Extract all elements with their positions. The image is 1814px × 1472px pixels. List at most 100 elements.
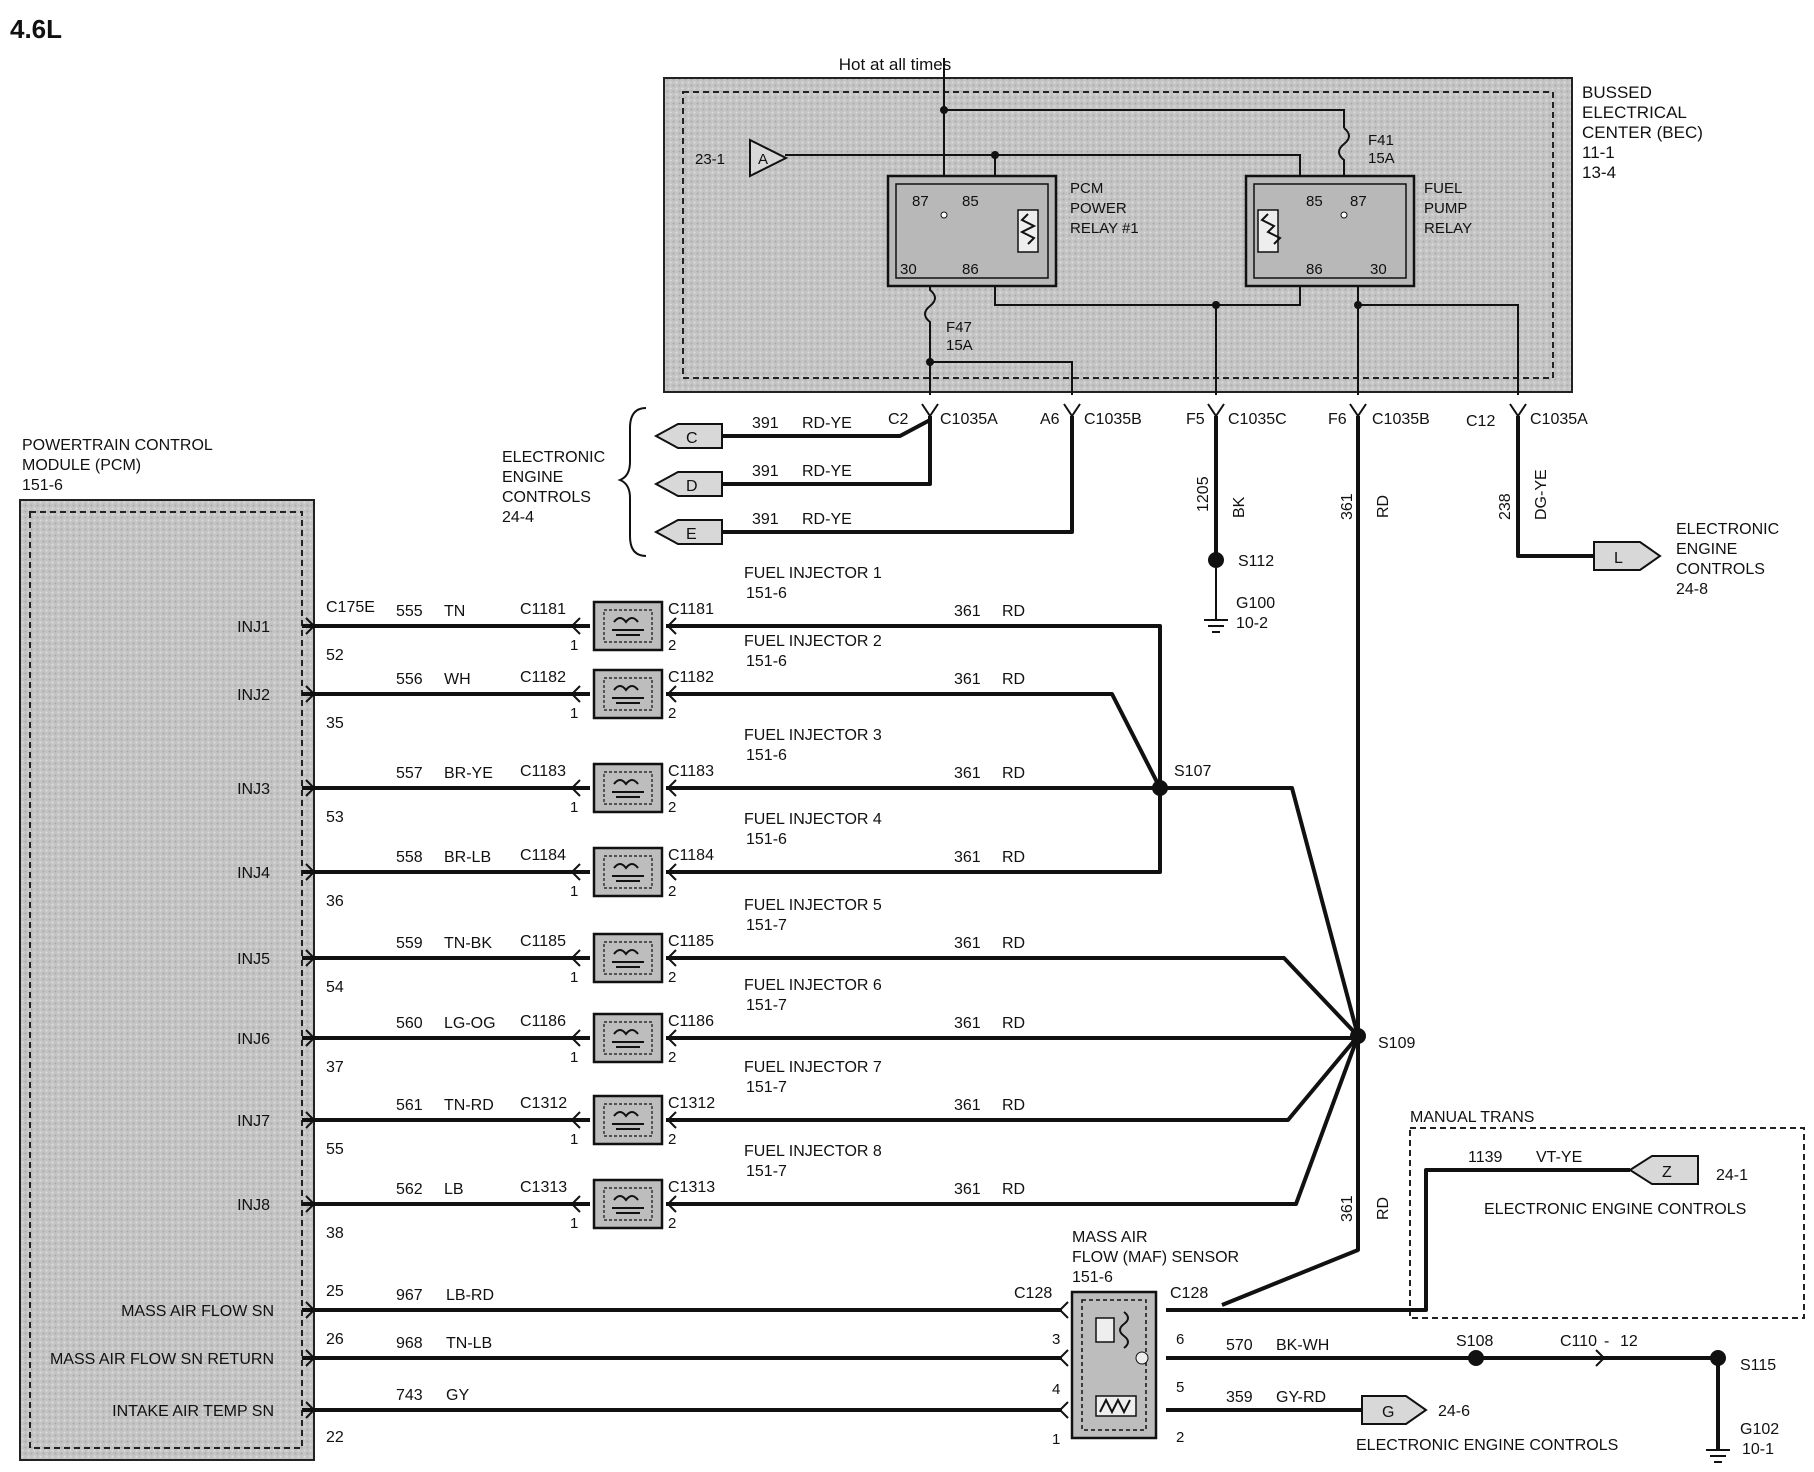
inj-conn-left-7: C1312 xyxy=(520,1095,567,1112)
fuel-injector-3 xyxy=(592,762,664,814)
pcm-pin-num-2: 35 xyxy=(326,715,344,732)
inj-conn-left-3: C1183 xyxy=(520,763,566,780)
eec-left-line3: CONTROLS xyxy=(502,489,591,506)
inj-pin1-6: 1 xyxy=(570,1049,578,1066)
inj-pin1-4: 1 xyxy=(570,883,578,900)
inj-ref-4: 151-6 xyxy=(746,831,787,848)
fuse-f41-name: F41 xyxy=(1368,132,1394,149)
fuel-injector-6 xyxy=(592,1012,664,1064)
bec-conn-f6-name: C1035B xyxy=(1372,411,1430,428)
inj-conn-left-5: C1185 xyxy=(520,933,566,950)
wire-238 xyxy=(1516,416,1594,558)
splice-s107-label: S107 xyxy=(1174,763,1211,780)
inj-signal-color-6: LG-OG xyxy=(444,1015,496,1032)
manual-trans-box xyxy=(1409,1127,1805,1319)
pcm-pin-num-8: 38 xyxy=(326,1225,344,1242)
inj-feed-color-2: RD xyxy=(1002,671,1025,688)
inj-conn-left-8: C1313 xyxy=(520,1179,567,1196)
wire-1139-circuit: 1139 xyxy=(1468,1149,1503,1166)
inj-feed-color-1: RD xyxy=(1002,603,1025,620)
connector-c110: C110 xyxy=(1560,1333,1597,1350)
fuel-pump-relay xyxy=(1244,174,1416,288)
inj-feed-circuit-1: 361 xyxy=(954,603,981,620)
inj-pin1-8: 1 xyxy=(570,1215,578,1232)
ground-wire-circuit: 1205 xyxy=(1195,476,1212,512)
bec-conn-c2-pin: C2 xyxy=(888,411,909,428)
maf-pin-left-3: 1 xyxy=(1052,1431,1060,1448)
fuel-injector-5 xyxy=(592,932,664,984)
bec-flag-a: A xyxy=(749,138,789,178)
inj-pin1-1: 1 xyxy=(570,637,578,654)
wire-359-circuit: 359 xyxy=(1226,1389,1253,1406)
bec-conn-f5-name: C1035C xyxy=(1228,411,1287,428)
bec-label-line2: ELECTRICAL xyxy=(1582,103,1687,122)
inj-pin1-5: 1 xyxy=(570,969,578,986)
ground-g100-ref: 10-2 xyxy=(1236,615,1268,632)
pcm-pin-inj2: INJ2 xyxy=(237,687,270,704)
pcm-relay-pin-30: 30 xyxy=(900,261,917,278)
bec-label-line4: 11-1 xyxy=(1582,143,1615,162)
inj-name-2: FUEL INJECTOR 2 xyxy=(744,633,882,650)
eec-d-color: RD-YE xyxy=(802,463,852,480)
svg-text:L: L xyxy=(1614,550,1623,567)
pcm-relay-label-2: POWER xyxy=(1070,200,1127,217)
svg-text:D: D xyxy=(686,478,698,495)
pcm-pin-num-7: 55 xyxy=(326,1141,344,1158)
pcm-pin-num-maf-3: 22 xyxy=(326,1429,344,1446)
bec-conn-f5-pin: F5 xyxy=(1186,411,1205,428)
eec-right-line4: 24-8 xyxy=(1676,581,1708,598)
eec-flag-c: C xyxy=(653,423,723,449)
bec-connector-pins xyxy=(921,403,1527,418)
inj-signal-circuit-6: 560 xyxy=(396,1015,423,1032)
inj-signal-circuit-1: 555 xyxy=(396,603,423,620)
inj-ref-7: 151-7 xyxy=(746,1079,787,1096)
inj-conn-right-3: C1183 xyxy=(668,763,714,780)
inj-signal-color-3: BR-YE xyxy=(444,765,493,782)
pcm-pin-maf-2: MASS AIR FLOW SN RETURN xyxy=(50,1351,274,1368)
maf-pin-left-1: 3 xyxy=(1052,1331,1060,1348)
inj-signal-color-7: TN-RD xyxy=(444,1097,494,1114)
inj-ref-2: 151-6 xyxy=(746,653,787,670)
inj-feed-color-5: RD xyxy=(1002,935,1025,952)
wire-1139 xyxy=(1166,1168,1630,1312)
inj-name-7: FUEL INJECTOR 7 xyxy=(744,1059,882,1076)
eec-e-color: RD-YE xyxy=(802,511,852,528)
inj-pin2-5: 2 xyxy=(668,969,676,986)
fuel-relay-pin-85: 85 xyxy=(1306,193,1323,210)
bec-conn-c12-name: C1035A xyxy=(1530,411,1588,428)
inj-signal-color-5: TN-BK xyxy=(444,935,492,952)
maf-label-line2: FLOW (MAF) SENSOR xyxy=(1072,1249,1239,1266)
fuel-relay-pin-30: 30 xyxy=(1370,261,1387,278)
inj-feed-circuit-6: 361 xyxy=(954,1015,981,1032)
maf-circuit-2: 968 xyxy=(396,1335,423,1352)
inj-name-3: FUEL INJECTOR 3 xyxy=(744,727,882,744)
inj-pin2-2: 2 xyxy=(668,705,676,722)
fuel-injector-8 xyxy=(592,1178,664,1230)
inj-signal-circuit-4: 558 xyxy=(396,849,423,866)
pcm-pin-num-3: 53 xyxy=(326,809,344,826)
eec-right-line2: ENGINE xyxy=(1676,541,1737,558)
inj-name-8: FUEL INJECTOR 8 xyxy=(744,1143,882,1160)
eec-right-line1: ELECTRONIC xyxy=(1676,521,1779,538)
eec-left-line1: ELECTRONIC xyxy=(502,449,605,466)
ground-g102-icon xyxy=(1706,1449,1730,1463)
inj-name-6: FUEL INJECTOR 6 xyxy=(744,977,882,994)
pcm-pin-num-5: 54 xyxy=(326,979,344,996)
maf-pin-2: 2 xyxy=(1176,1429,1184,1446)
bec-label-line1: BUSSED xyxy=(1582,83,1652,102)
splice-s108 xyxy=(1468,1350,1484,1366)
bec-conn-a6-name: C1035B xyxy=(1084,411,1142,428)
inj-conn-left-4: C1184 xyxy=(520,847,566,864)
eec-d-circuit: 391 xyxy=(752,463,779,480)
wire-238-color: DG-YE xyxy=(1533,469,1550,520)
feed-wire-circuit: 361 xyxy=(1339,493,1356,520)
eec-g-ref: 24-6 xyxy=(1438,1403,1470,1420)
inj-signal-color-2: WH xyxy=(444,671,471,688)
eec-flag-d: D xyxy=(653,471,723,497)
wire-359-color: GY-RD xyxy=(1276,1389,1326,1406)
pcm-pin-inj1: INJ1 xyxy=(237,619,270,636)
